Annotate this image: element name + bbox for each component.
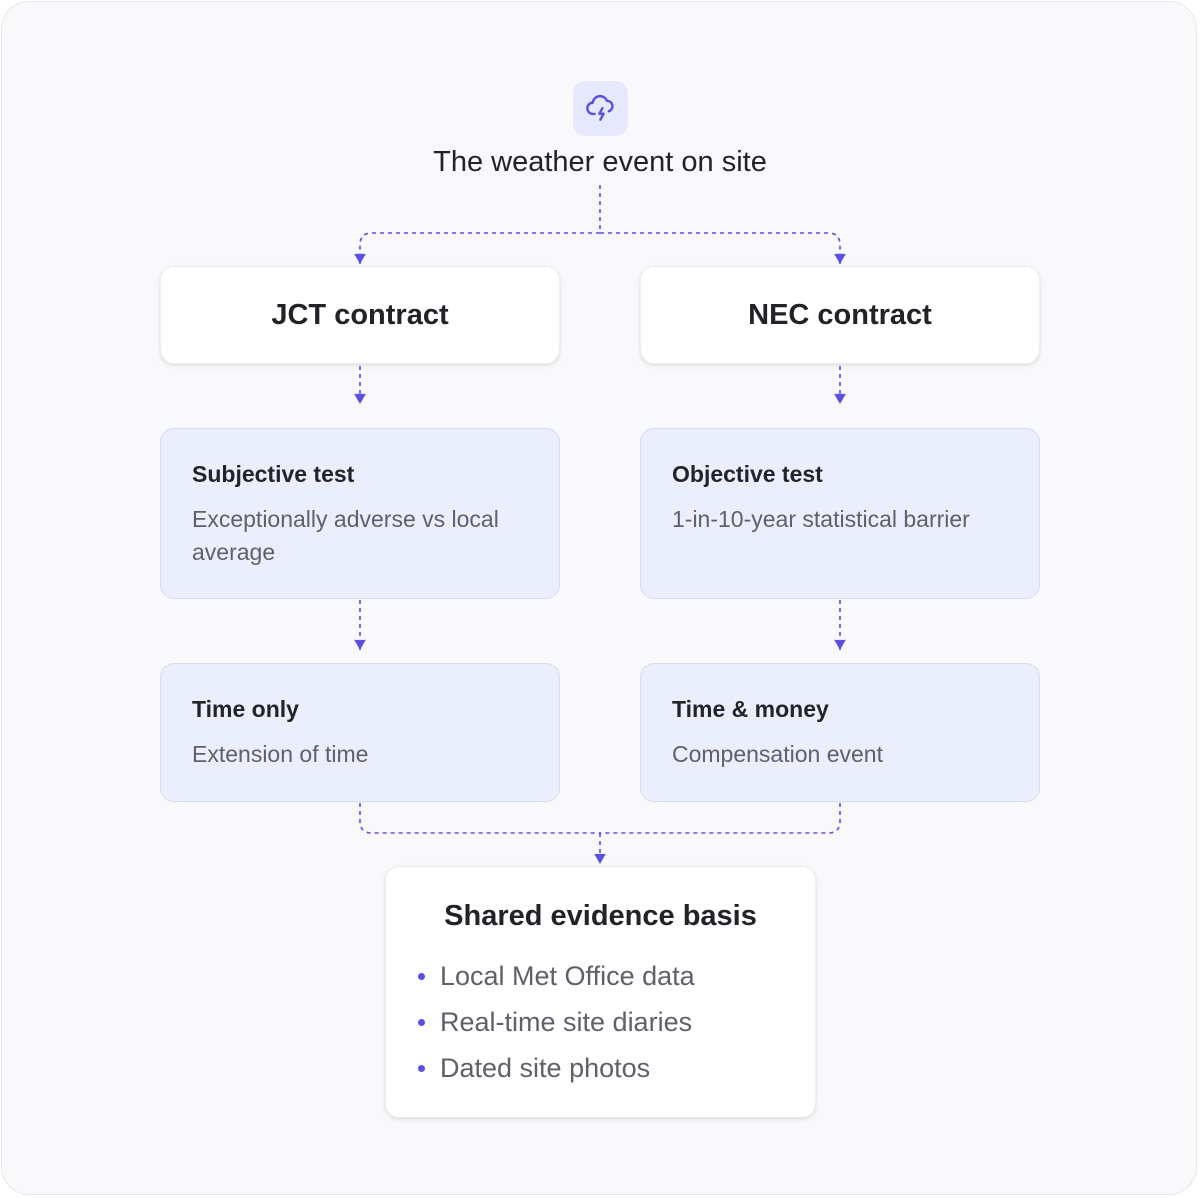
nec-contract-label: NEC contract xyxy=(748,298,932,331)
jct-outcome-card: Time only Extension of time xyxy=(160,663,560,802)
jct-test-card: Subjective test Exceptionally adverse vs… xyxy=(160,428,560,599)
evidence-item-label: Dated site photos xyxy=(440,1052,651,1083)
evidence-list: Local Met Office data Real-time site dia… xyxy=(386,953,815,1091)
storm-cloud-icon xyxy=(585,94,614,121)
jct-outcome-title: Time only xyxy=(192,696,299,722)
jct-test-body: Exceptionally adverse vs local average xyxy=(192,506,499,565)
jct-contract-card: JCT contract xyxy=(160,266,560,364)
nec-outcome-body: Compensation event xyxy=(672,741,883,767)
evidence-title: Shared evidence basis xyxy=(444,900,757,932)
evidence-item: Real-time site diaries xyxy=(418,999,815,1045)
event-title: The weather event on site xyxy=(433,146,767,178)
weather-icon-tile xyxy=(573,81,628,136)
nec-outcome-card: Time & money Compensation event xyxy=(640,663,1040,802)
jct-test-title: Subjective test xyxy=(192,461,355,487)
shared-evidence-card: Shared evidence basis Local Met Office d… xyxy=(385,866,816,1118)
evidence-item: Dated site photos xyxy=(418,1045,815,1091)
evidence-item: Local Met Office data xyxy=(418,953,815,999)
nec-test-body: 1-in-10-year statistical barrier xyxy=(672,506,970,532)
nec-test-title: Objective test xyxy=(672,461,823,487)
nec-test-card: Objective test 1-in-10-year statistical … xyxy=(640,428,1040,599)
nec-contract-card: NEC contract xyxy=(640,266,1040,364)
bullet-dot-icon xyxy=(418,1064,425,1072)
bullet-dot-icon xyxy=(418,972,425,980)
bullet-dot-icon xyxy=(418,1018,425,1026)
nec-outcome-title: Time & money xyxy=(672,696,829,722)
evidence-item-label: Local Met Office data xyxy=(440,960,695,991)
jct-contract-label: JCT contract xyxy=(271,298,449,331)
jct-outcome-body: Extension of time xyxy=(192,741,369,767)
evidence-item-label: Real-time site diaries xyxy=(440,1006,693,1037)
